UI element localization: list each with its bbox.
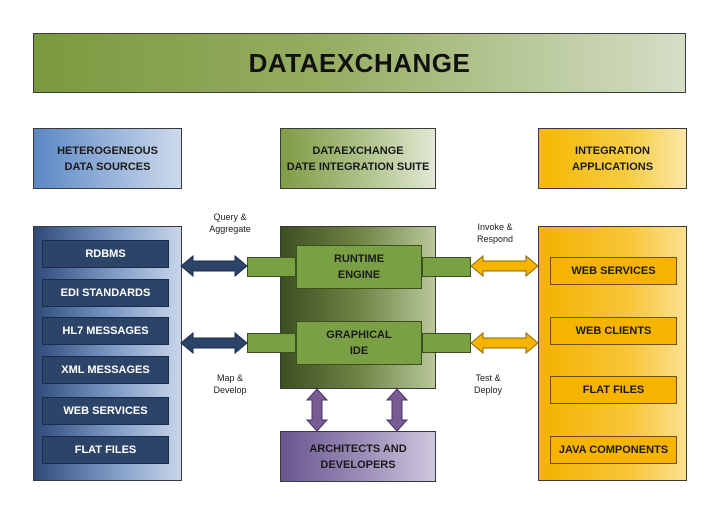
source-item-rdbms: RDBMS [42,240,169,268]
source-item-hl7-messages: HL7 MESSAGES [42,317,169,345]
source-item-label: RDBMS [85,248,126,260]
source-item-label: HL7 MESSAGES [62,325,149,337]
source-item-xml-messages: XML MESSAGES [42,356,169,384]
page-title: DATAEXCHANGE [248,47,471,78]
map-develop-line1: Map & [216,373,243,383]
query-aggregate-arrow [180,254,248,278]
runtime-connector-right [422,257,471,277]
invoke-respond-line1: Invoke & [477,222,513,232]
header-data-sources: HETEROGENEOUS DATA SOURCES [33,128,182,189]
app-item-flat-files: FLAT FILES [550,376,677,404]
header-integration-applications-line2: APPLICATIONS [571,160,654,173]
app-item-label: WEB CLIENTS [575,325,652,337]
app-item-label: JAVA COMPONENTS [558,444,669,456]
graphical-ide-line1: GRAPHICAL [326,329,392,341]
architects-arrow-right [385,388,409,432]
header-integration-suite: DATAEXCHANGE DATE INTEGRATION SUITE [280,128,436,189]
test-deploy-line2: Deploy [473,385,502,395]
invoke-respond-label: Invoke & Respond [463,221,527,245]
map-develop-label: Map & Develop [198,372,262,396]
query-aggregate-label: Query & Aggregate [195,211,265,235]
header-data-sources-line2: DATA SOURCES [64,160,151,173]
source-item-edi-standards: EDI STANDARDS [42,279,169,307]
header-integration-applications: INTEGRATION APPLICATIONS [538,128,687,189]
app-item-web-clients: WEB CLIENTS [550,317,677,345]
test-deploy-line1: Test & [475,373,501,383]
source-item-label: WEB SERVICES [63,405,148,417]
runtime-engine-box: RUNTIME ENGINE [296,245,422,289]
architects-line1: ARCHITECTS AND [309,442,407,455]
query-aggregate-line1: Query & [213,212,247,222]
app-item-label: FLAT FILES [582,384,645,396]
source-item-label: FLAT FILES [74,444,137,456]
architects-arrow-left [305,388,329,432]
test-deploy-arrow [470,331,539,355]
query-aggregate-line2: Aggregate [209,224,251,234]
source-item-label: EDI STANDARDS [60,287,151,299]
header-data-sources-line1: HETEROGENEOUS [57,144,158,157]
source-item-web-services: WEB SERVICES [42,397,169,425]
graphical-ide-box: GRAPHICAL IDE [296,321,422,365]
header-integration-suite-line1: DATAEXCHANGE [312,144,404,157]
test-deploy-label: Test & Deploy [456,372,520,396]
runtime-engine-line1: RUNTIME [333,253,385,265]
invoke-respond-arrow [470,254,539,278]
architects-line2: DEVELOPERS [320,458,396,471]
graphical-ide-line2: IDE [349,345,369,357]
title-banner: DATAEXCHANGE [33,33,686,93]
source-item-flat-files: FLAT FILES [42,436,169,464]
header-integration-applications-line1: INTEGRATION [575,144,650,157]
app-item-web-services: WEB SERVICES [550,257,677,285]
architects-developers-box: ARCHITECTS AND DEVELOPERS [280,431,436,482]
runtime-engine-line2: ENGINE [337,269,381,281]
header-integration-suite-line2: DATE INTEGRATION SUITE [286,160,430,173]
source-item-label: XML MESSAGES [61,364,150,376]
map-develop-arrow [180,331,248,355]
app-item-label: WEB SERVICES [571,265,656,277]
runtime-connector-left [247,257,296,277]
map-develop-line2: Develop [213,385,247,395]
invoke-respond-line2: Respond [476,234,514,244]
app-item-java-components: JAVA COMPONENTS [550,436,677,464]
